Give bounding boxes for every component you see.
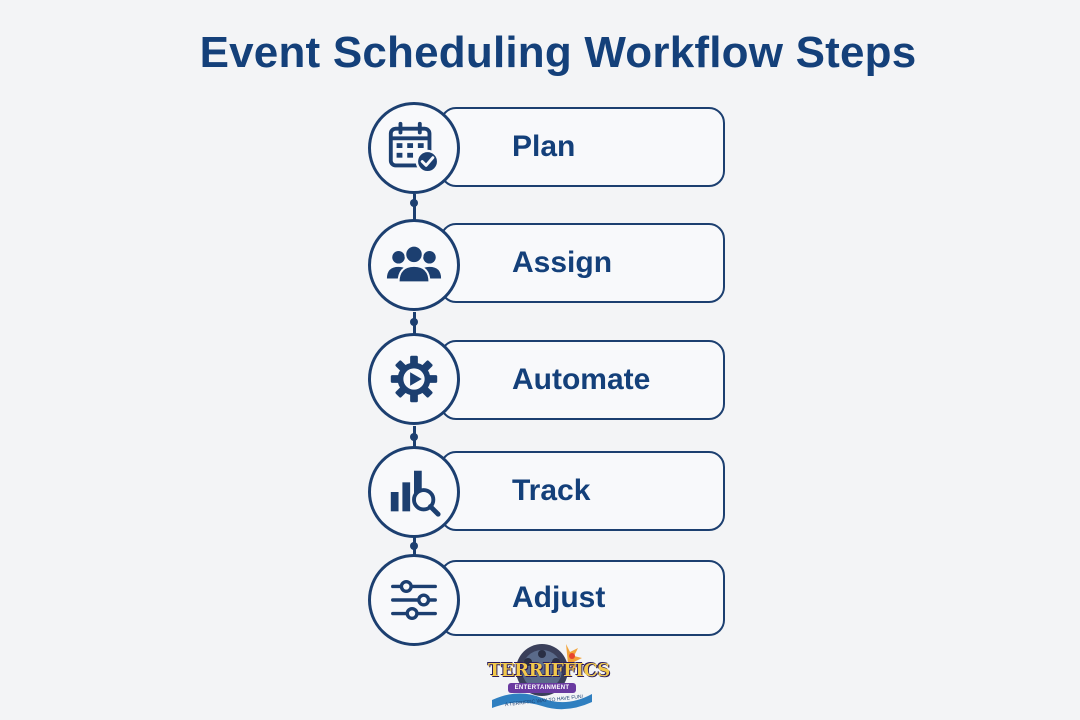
step-pill: Track — [440, 451, 725, 531]
step-icon-circle — [368, 102, 460, 194]
connector-line — [413, 536, 416, 556]
step-adjust: Adjust — [0, 554, 1080, 650]
connector-line — [413, 194, 416, 220]
calendar-check-icon — [388, 121, 440, 174]
step-icon-circle — [368, 333, 460, 425]
step-label: Adjust — [512, 581, 606, 614]
step-pill: Assign — [440, 223, 725, 303]
connector-line — [413, 312, 416, 336]
step-assign: Assign — [0, 219, 1080, 315]
gear-play-icon — [390, 355, 438, 403]
step-pill: Plan — [440, 107, 725, 187]
users-group-icon — [386, 244, 442, 284]
connector-dot — [410, 199, 418, 207]
company-logo: TERRIFFICS ENTERTAINMENT A TERRIFFIC WAY… — [488, 640, 610, 714]
step-pill: Adjust — [440, 560, 725, 636]
step-plan: Plan — [0, 102, 1080, 198]
connector-line — [413, 426, 416, 448]
step-label: Track — [512, 474, 591, 507]
step-icon-circle — [368, 446, 460, 538]
step-automate: Automate — [0, 333, 1080, 429]
logo-name: TERRIFFICS — [488, 660, 610, 681]
step-label: Plan — [512, 130, 576, 163]
step-label: Assign — [512, 246, 613, 279]
page-title: Event Scheduling Workflow Steps — [199, 28, 917, 77]
step-icon-circle — [368, 554, 460, 646]
bar-chart-search-icon — [390, 470, 441, 517]
step-icon-circle — [368, 219, 460, 311]
sliders-icon — [391, 579, 437, 621]
step-pill: Automate — [440, 340, 725, 420]
step-label: Automate — [512, 363, 651, 396]
step-track: Track — [0, 446, 1080, 542]
logo-subtitle: ENTERTAINMENT — [508, 683, 576, 693]
